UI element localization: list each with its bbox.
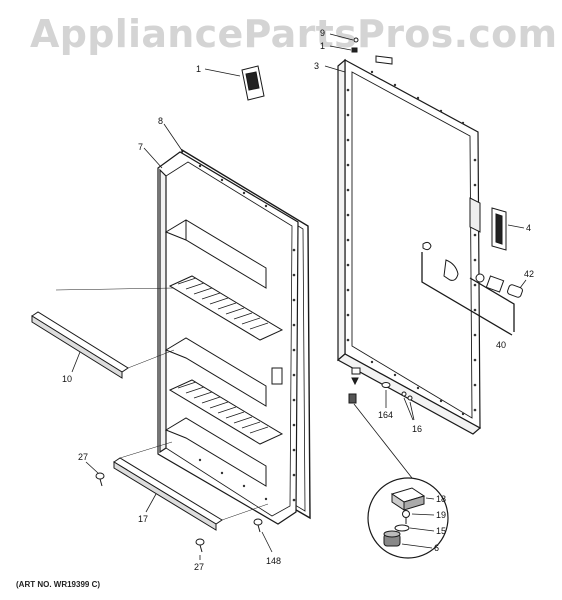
callout-27-top: 27 [78,452,88,462]
part-1-small-clip [351,47,358,53]
leader-15 [409,527,435,532]
part-27-screw-bottom [195,538,205,553]
callout-4: 4 [526,223,531,233]
callout-6: 6 [434,543,439,553]
leader-6 [401,543,433,549]
callout-17: 17 [138,514,148,524]
callout-18: 18 [436,494,446,504]
detail-leader [353,403,413,479]
leader-27-top [85,461,99,474]
shelf-bar-guide-top [55,287,175,291]
leader-10 [71,351,81,373]
callout-1: 1 [196,64,201,74]
leader-3 [324,65,346,73]
callout-8: 8 [158,116,163,126]
part-7-inner-liner [157,151,299,525]
part-4-handle [469,197,507,251]
leader-4 [507,224,525,229]
callout-27-bottom: 27 [194,562,204,572]
leader-17 [145,493,157,513]
shelf-bar17-guide-top [119,441,173,459]
callout-19: 19 [436,510,446,520]
leader-42 [519,279,527,289]
watermark-logo: AppliancePartsPros.com [30,12,558,56]
part-27-screw-top [95,472,105,487]
leader-1-small [329,45,352,51]
callout-7: 7 [138,142,143,152]
part-1-label-card [241,65,265,101]
callout-40: 40 [496,340,506,350]
shelf-bar-guide-bottom [127,349,175,369]
callout-1-small: 1 [320,41,325,51]
part-9-screw [353,37,359,43]
leader-1 [204,68,241,77]
part-10-shelf-bar [31,311,129,379]
leader-19 [411,513,435,516]
leader-7 [143,147,163,169]
bracket-40 [421,252,513,336]
art-number-caption: (ART NO. WR19399 C) [16,580,101,589]
detail-parts [383,487,426,547]
shelf-bar17-guide-bottom [221,503,269,521]
leader-148 [261,531,273,553]
callout-15: 15 [436,526,446,536]
bracket-40b [469,277,515,332]
callout-148: 148 [266,556,281,566]
part-3-outer-door [336,58,482,435]
callout-9: 9 [320,28,325,38]
callout-3: 3 [314,61,319,71]
part-40-latch-assembly [422,241,523,298]
callout-10: 10 [62,374,72,384]
hinge-cover-plate [375,55,393,65]
leader-16b [409,401,415,421]
hinge-pin-parts [348,367,413,404]
leader-18 [425,497,435,500]
leader-8 [163,123,184,153]
callout-164: 164 [378,410,393,420]
liner-shelves [164,219,284,487]
callout-16: 16 [412,424,422,434]
liner-rivets [198,164,296,502]
callout-42: 42 [524,269,534,279]
part-148-screw [253,518,263,533]
part-17-shelf-bar [113,457,223,531]
leader-9 [329,33,354,41]
leader-16a [403,397,414,421]
outer-door-rivets [346,70,477,416]
